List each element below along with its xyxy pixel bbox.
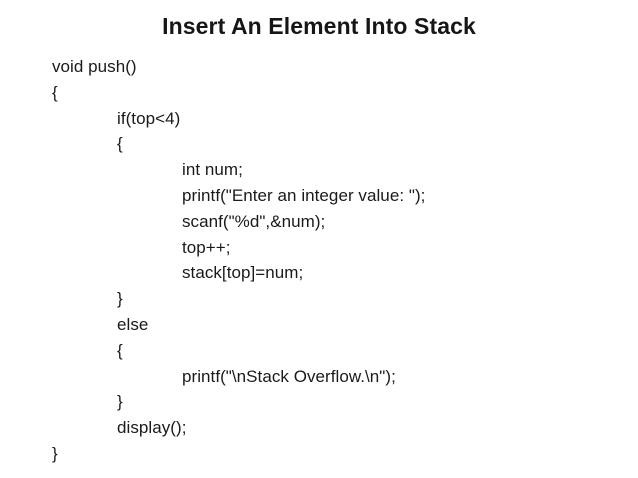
code-line: printf("\nStack Overflow.\n"); bbox=[182, 366, 396, 386]
code-block: void push() { if(top<4) { int num; printf("En… bbox=[52, 54, 622, 467]
code-line: void push() bbox=[52, 57, 137, 76]
code-line: int num; bbox=[182, 160, 243, 180]
code-line: display(); bbox=[117, 418, 187, 438]
code-line: stack[top]=num; bbox=[182, 263, 304, 283]
page-title: Insert An Element Into Stack bbox=[162, 13, 476, 39]
code-line: } bbox=[117, 289, 123, 309]
code-line: { bbox=[117, 134, 123, 154]
code-line: { bbox=[117, 340, 123, 360]
code-line: } bbox=[117, 392, 123, 412]
code-line: else bbox=[117, 314, 149, 334]
code-line: { bbox=[52, 82, 58, 102]
code-line: } bbox=[52, 443, 58, 463]
code-line: top++; bbox=[182, 237, 231, 257]
code-line: scanf("%d",&num); bbox=[182, 211, 326, 231]
code-line: printf("Enter an integer value: "); bbox=[182, 185, 426, 205]
code-line: if(top<4) bbox=[117, 108, 181, 128]
